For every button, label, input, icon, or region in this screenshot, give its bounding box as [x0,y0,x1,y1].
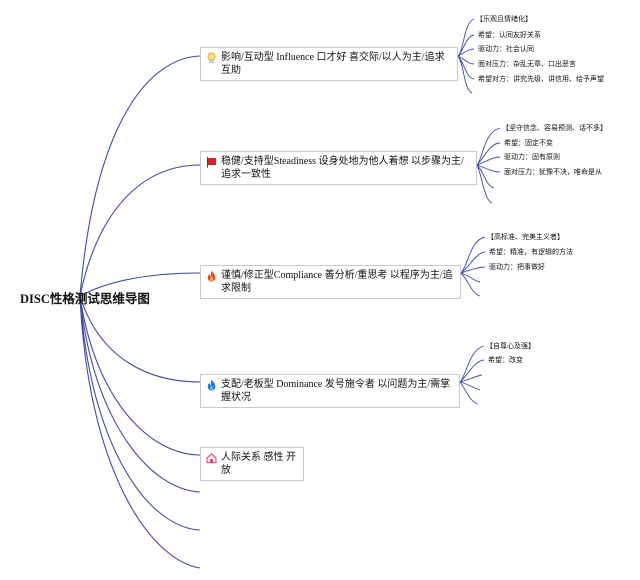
compliance-detail-1: 【高标准、完美主义者】 [487,233,564,241]
steadiness-detail-2: 希望：固定不变 [504,139,553,147]
influence-detail-3: 驱动力：社会认同 [478,45,534,53]
branch-relations[interactable]: 人际关系 感性 开放 [200,447,304,481]
branch-compliance-label: 谨慎/修正型Compliance 善分析/重思考 以程序为主/追求限制 [221,270,453,294]
house-icon [205,451,217,464]
connector-root-empty-1 [79,295,201,493]
connector-influence-details [457,18,475,94]
dominance-detail-1: 【自尊心及强】 [486,342,535,350]
branch-dominance[interactable]: 支配/老板型 Dominance 发号施令者 以问题为主/需掌握状况 [200,374,460,408]
connector-root-steadiness [79,164,201,297]
branch-influence-label: 影响/互动型 Influence 口才好 喜交际/以人为主/追求互助 [221,52,445,76]
blue-flame-icon [205,378,217,391]
branch-relations-label: 人际关系 感性 开放 [221,452,296,476]
branch-steadiness-label: 稳健/支持型Steadiness 设身处地为他人着想 以步骤为主/追求一致性 [221,156,464,180]
steadiness-detail-1: 【坚守信念、容易预测、话不多】 [502,124,607,132]
connector-root-empty-2 [79,295,201,531]
lightbulb-icon [205,51,217,64]
steadiness-detail-4: 面对压力：犹豫不决，唯命是从 [504,168,602,176]
connector-dominance-details [459,345,485,405]
fire-icon [205,269,217,282]
connector-root-influence [79,55,201,297]
influence-detail-5: 希望对方：讲究先级、讲信用、给予声望 [478,75,604,83]
root-title: DISC性格测试思维导图 [20,292,150,306]
red-flag-icon [205,155,217,168]
influence-detail-2: 希望：认同友好关系 [478,31,541,39]
connector-root-compliance [79,272,201,297]
connector-root-relations [79,295,201,456]
branch-dominance-label: 支配/老板型 Dominance 发号施令者 以问题为主/需掌握状况 [221,379,451,403]
influence-detail-4: 面对压力：杂乱无章、口出恶言 [478,60,576,68]
dominance-detail-2: 希望：改变 [488,356,523,364]
compliance-detail-2: 希望：精准，有逻辑的方法 [489,248,573,256]
connector-compliance-details [460,236,486,297]
branch-compliance[interactable]: 谨慎/修正型Compliance 善分析/重思考 以程序为主/追求限制 [200,265,461,299]
influence-detail-1: 【乐观且情绪化】 [476,15,532,23]
steadiness-detail-3: 驱动力：固有原则 [504,153,560,161]
compliance-detail-3: 驱动力：把事做好 [489,263,545,271]
branch-influence[interactable]: 影响/互动型 Influence 口才好 喜交际/以人为主/追求互助 [200,47,458,81]
branch-steadiness[interactable]: 稳健/支持型Steadiness 设身处地为他人着想 以步骤为主/追求一致性 [200,151,477,185]
connector-steadiness-details [476,127,501,204]
connector-root-empty-3 [79,295,201,569]
connector-root-dominance [79,295,201,383]
